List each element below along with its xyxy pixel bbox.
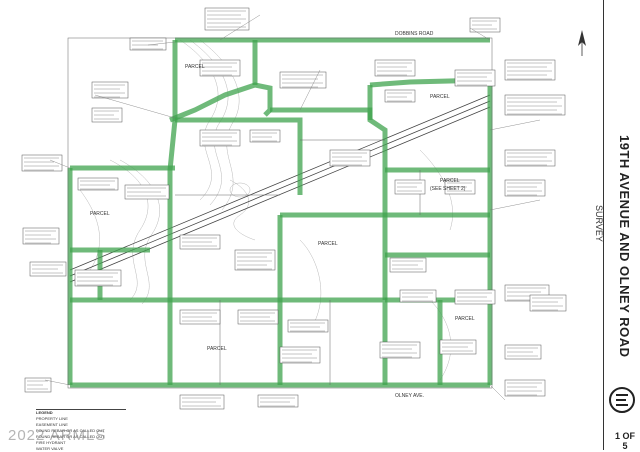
callout-box	[374, 59, 416, 77]
logo-icon	[609, 387, 635, 413]
sheet-subtitle: SURVEY	[594, 205, 604, 242]
callout-box	[454, 69, 496, 87]
legend-item: FIRE HYDRANT	[36, 440, 66, 445]
callout-box	[399, 289, 437, 303]
legend-item: FOUND REBAR OR AS CALLED OUT	[36, 428, 105, 433]
parcel-label-3: PARCEL	[90, 211, 110, 217]
legend: LEGEND PROPERTY LINE EASEMENT LINE FOUND…	[36, 409, 126, 452]
callout-box	[287, 319, 329, 333]
callout-box	[91, 81, 129, 99]
callout-box	[129, 37, 167, 51]
callout-box	[504, 379, 546, 397]
sheet-number: 1 OF 5	[614, 431, 635, 451]
leader-lines	[44, 14, 541, 401]
parcel-label-2: PARCEL	[430, 94, 450, 100]
callout-box	[379, 341, 421, 359]
callout-box	[77, 177, 119, 191]
callout-boxes	[21, 7, 567, 410]
parcel-boundaries	[67, 37, 493, 388]
parcel-label-4: PARCEL	[318, 241, 338, 247]
see-sheet-label: (SEE SHEET 2)	[430, 186, 466, 192]
legend-item: WATER VALVE	[36, 446, 64, 451]
callout-box	[504, 149, 556, 167]
callout-box	[249, 129, 281, 143]
callout-box	[199, 129, 241, 147]
sheet-title: 19TH AVENUE AND OLNEY ROAD	[617, 135, 632, 358]
legend-item: EASEMENT LINE	[36, 422, 68, 427]
legend-title: LEGEND	[36, 410, 53, 415]
callout-box	[504, 179, 546, 197]
railroad-corridor	[69, 94, 491, 283]
callout-box	[329, 149, 371, 167]
callout-box	[74, 269, 122, 287]
parcel-label-5: PARCEL	[207, 346, 227, 352]
callout-box	[384, 89, 416, 103]
watermark: 2022 ARMLS	[8, 427, 107, 444]
callout-box	[279, 346, 321, 364]
parcel-label-7: PARCEL	[440, 178, 460, 184]
parcel-label-6: PARCEL	[455, 316, 475, 322]
title-block	[603, 0, 640, 450]
north-arrow-icon	[578, 30, 586, 56]
callout-box	[257, 394, 299, 408]
parcel-label-1: PARCEL	[185, 64, 205, 70]
parcel-labels: PARCEL PARCEL PARCEL PARCEL PARCEL PARCE…	[90, 64, 475, 352]
road-label-olney: OLNEY AVE.	[395, 393, 424, 399]
road-label-dobbins: DOBBINS ROAD	[395, 31, 434, 37]
callout-box	[21, 154, 63, 172]
callout-box	[529, 294, 567, 312]
callout-box	[22, 227, 60, 245]
callout-box	[199, 59, 241, 77]
callout-box	[279, 71, 327, 89]
legend-item: PROPERTY LINE	[36, 416, 68, 421]
legend-item: FOUND REBAR OR AS CALLED OUT	[36, 434, 105, 439]
